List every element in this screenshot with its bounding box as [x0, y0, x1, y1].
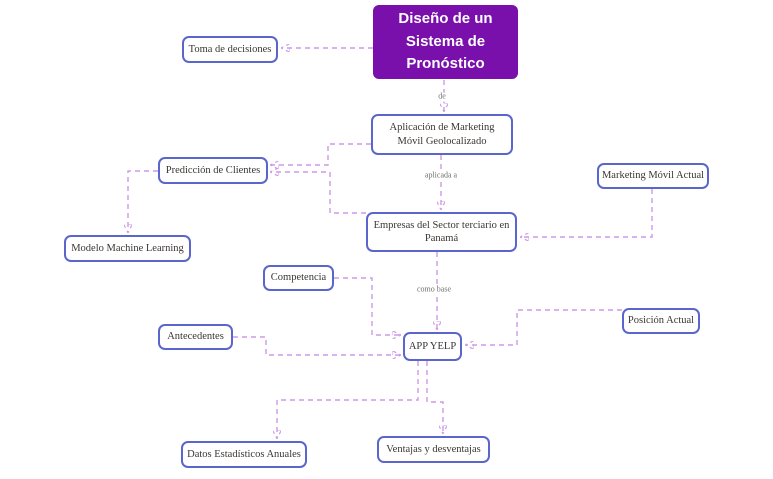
- edge-label-aplicada-a: aplicada a: [422, 170, 460, 181]
- node-aplicacion-marketing-movil[interactable]: Aplicación de Marketing Móvil Geolocaliz…: [371, 114, 513, 155]
- node-posicion-actual[interactable]: Posición Actual: [622, 308, 700, 334]
- connector-posicion-appyelp: [466, 309, 622, 345]
- node-root-title[interactable]: Diseño de un Sistema de Pronóstico: [373, 5, 518, 79]
- connector-marketing-empresas: [521, 189, 653, 237]
- edge-label-de: de: [436, 91, 448, 102]
- connector-aplicacion-prediccion: [271, 143, 371, 165]
- node-antecedentes[interactable]: Antecedentes: [158, 324, 233, 350]
- node-empresas-sector-terciario[interactable]: Empresas del Sector terciario en Panamá: [366, 212, 517, 252]
- node-competencia[interactable]: Competencia: [263, 265, 334, 291]
- connector-appyelp-datos: [277, 361, 419, 438]
- node-app-yelp[interactable]: APP YELP: [403, 332, 462, 361]
- node-ventajas-y-desventajas[interactable]: Ventajas y desventajas: [377, 436, 490, 463]
- edge-label-como-base: como base: [415, 284, 453, 295]
- node-toma-de-decisiones[interactable]: Toma de decisiones: [182, 36, 278, 63]
- node-modelo-machine-learning[interactable]: Modelo Machine Learning: [64, 235, 191, 262]
- connector-prediccion-modelo: [128, 170, 158, 232]
- node-marketing-movil-actual[interactable]: Marketing Móvil Actual: [597, 163, 709, 189]
- connector-antecedentes-appyelp: [233, 336, 400, 355]
- node-prediccion-de-clientes[interactable]: Predicción de Clientes: [158, 157, 268, 184]
- node-datos-estadisticos-anuales[interactable]: Datos Estadísticos Anuales: [181, 441, 307, 468]
- connector-empresas-prediccion: [271, 172, 366, 214]
- connector-competencia-appyelp: [334, 277, 400, 335]
- connector-appyelp-ventajas: [426, 361, 443, 433]
